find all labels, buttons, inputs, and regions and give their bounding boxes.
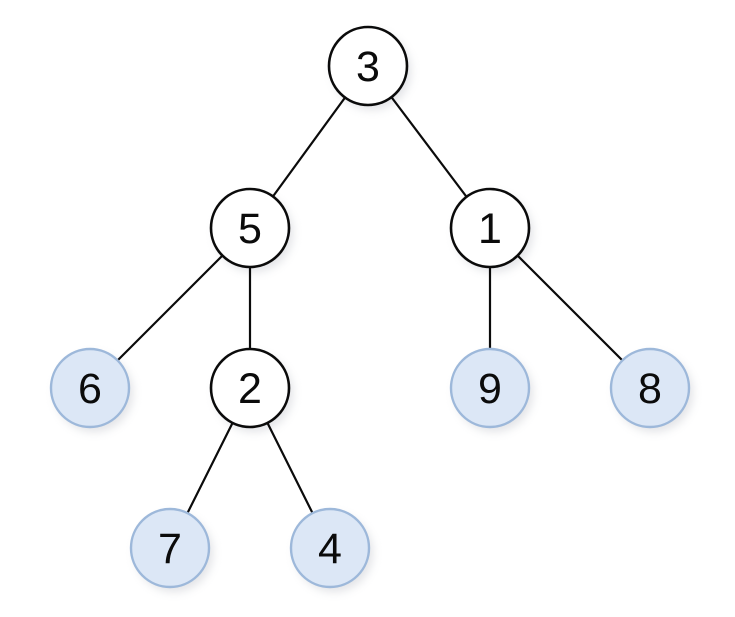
node-label-7: 7: [158, 525, 182, 573]
tree-edge-3-5: [271, 95, 347, 199]
tree-edge-1-8: [515, 253, 625, 363]
node-circle-7[interactable]: [129, 507, 211, 589]
node-circle-9[interactable]: [449, 347, 531, 429]
node-shadow-layer: [55, 32, 693, 592]
node-label-5: 5: [238, 205, 262, 253]
node-circle-1[interactable]: [449, 187, 531, 269]
node-circle-8[interactable]: [609, 347, 691, 429]
tree-node-4[interactable]: 4: [289, 507, 371, 589]
node-label-3: 3: [356, 43, 380, 91]
node-label-2: 2: [238, 365, 262, 413]
tree-node-9[interactable]: 9: [449, 347, 531, 429]
tree-edge-5-6: [115, 253, 225, 363]
edge-layer: [115, 95, 625, 516]
node-label-1: 1: [478, 205, 502, 253]
node-label-4: 4: [318, 525, 342, 573]
node-circle-2[interactable]: [209, 347, 291, 429]
node-label-8: 8: [638, 365, 662, 413]
tree-node-8[interactable]: 8: [609, 347, 691, 429]
tree-node-2[interactable]: 2: [209, 347, 291, 429]
tree-node-1[interactable]: 1: [449, 187, 531, 269]
tree-edge-3-1: [389, 95, 469, 199]
tree-node-6[interactable]: 6: [49, 347, 131, 429]
tree-edge-2-7: [185, 420, 235, 516]
tree-edge-2-4: [265, 420, 315, 516]
tree-node-7[interactable]: 7: [129, 507, 211, 589]
node-circle-5[interactable]: [209, 187, 291, 269]
node-circle-3[interactable]: [327, 25, 409, 107]
node-circle-6[interactable]: [49, 347, 131, 429]
node-layer: 3 5 1 6 2 9 8 7 4: [49, 25, 691, 589]
node-label-6: 6: [78, 365, 102, 413]
tree-node-3[interactable]: 3: [327, 25, 409, 107]
node-label-9: 9: [478, 365, 502, 413]
node-circle-4[interactable]: [289, 507, 371, 589]
tree-node-5[interactable]: 5: [209, 187, 291, 269]
